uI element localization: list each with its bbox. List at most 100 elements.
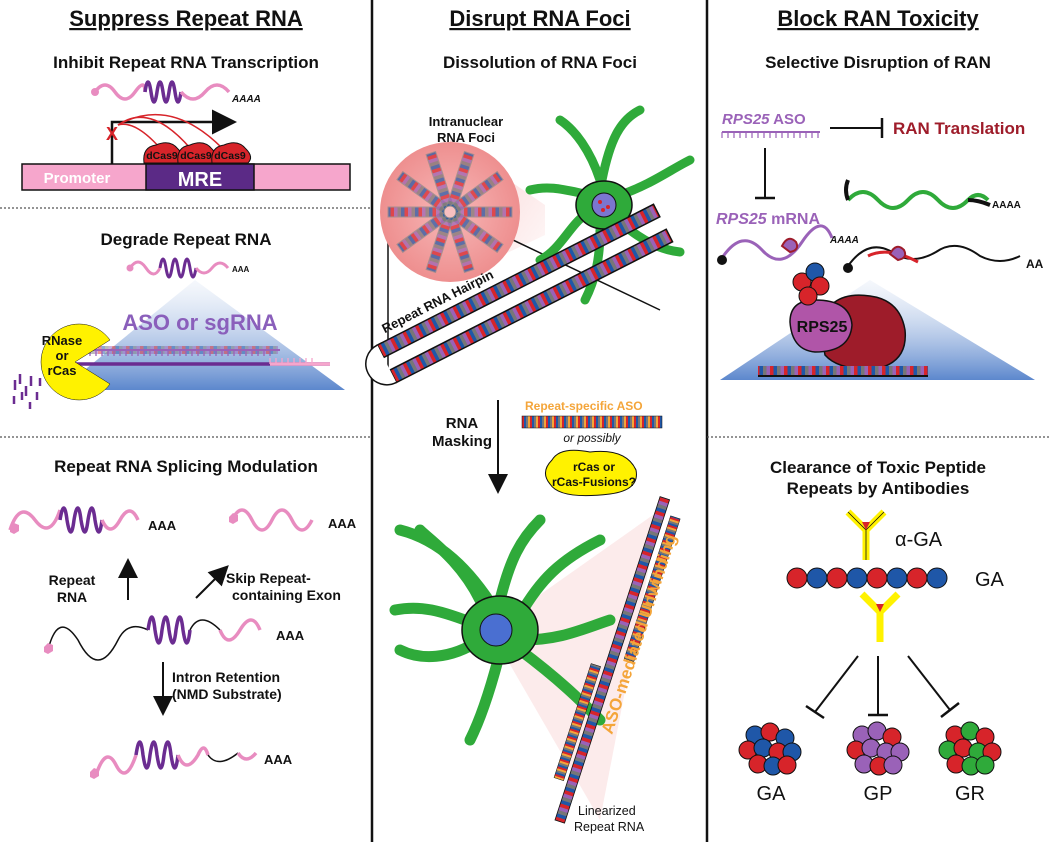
- svg-text:AAAA: AAAA: [992, 200, 1021, 211]
- arrow-to-skip-exon: [195, 565, 229, 599]
- aggregate-gp: [846, 721, 910, 776]
- masking-label-1: RNA: [446, 415, 479, 432]
- intron-label-1: Intron Retention: [172, 669, 280, 685]
- rcas-blob: [545, 449, 637, 497]
- inhibit-title: Inhibit Repeat RNA Transcription: [53, 53, 319, 72]
- degrade-repeat-hairpins: [158, 257, 198, 279]
- rnase-label-1: RNase: [42, 333, 82, 348]
- rcas-label-2: rCas-Fusions?: [552, 475, 636, 489]
- linearized-label-1: Linearized: [578, 804, 636, 818]
- column-block-ran-toxicity: Block RAN Toxicity Selective Disruption …: [716, 6, 1044, 805]
- ribosome: RPS25: [789, 262, 907, 370]
- degrade-polya: AAA: [232, 265, 250, 274]
- dcas9-2: dCas9: [177, 142, 218, 164]
- ran-title: Selective Disruption of RAN: [765, 53, 991, 72]
- aso-comb: [89, 349, 280, 356]
- splice-pre-mrna: AAA: [44, 615, 305, 661]
- promoter-label: Promoter: [44, 170, 111, 187]
- col3-header: Block RAN Toxicity: [777, 6, 979, 31]
- panel-inhibit-transcription: Inhibit Repeat RNA Transcription AAAA X …: [21, 53, 351, 191]
- col1-header: Suppress Repeat RNA: [69, 6, 303, 31]
- ribosome-label: RPS25: [797, 319, 848, 336]
- rps25-aso-comb: [721, 132, 819, 138]
- antibody-top: [845, 509, 887, 560]
- degrade-title: Degrade Repeat RNA: [101, 230, 272, 249]
- rcas-label-1: rCas or: [573, 460, 615, 474]
- rna-fragments: [12, 374, 42, 409]
- svg-text:AAAA: AAAA: [829, 235, 859, 246]
- inhibit-rna-3prime: [179, 83, 231, 101]
- dcas9-1: dCas9: [143, 142, 184, 164]
- repeat-mrna-bottom: AA: [843, 245, 1044, 273]
- neuron-large: [389, 510, 660, 820]
- repeat-mrna-top: AAAA: [844, 179, 1021, 211]
- splice-title: Repeat RNA Splicing Modulation: [54, 457, 318, 476]
- ga-peptide-chain: [786, 567, 948, 589]
- svg-text:AAA: AAA: [264, 752, 293, 767]
- svg-text:dCas9: dCas9: [180, 150, 212, 162]
- aggregate-label-gp: GP: [864, 783, 893, 805]
- intron-label-2: (NMD Substrate): [172, 686, 282, 702]
- aggregate-label-gr: GR: [955, 783, 985, 805]
- column-disrupt-rna-foci: Disrupt RNA Foci Dissolution of RNA Foci: [365, 6, 695, 834]
- svg-text:AAA: AAA: [328, 516, 357, 531]
- aso-sgrna-label: ASO or sgRNA: [122, 310, 277, 335]
- rps25-aso-label: RPS25 ASO: [722, 111, 806, 128]
- svg-text:dCas9: dCas9: [146, 150, 178, 162]
- rps25-mrna-gene: RPS25: [716, 211, 768, 228]
- repeat-rna-label-2: RNA: [57, 589, 87, 605]
- inhibit-repeat-hairpins: [143, 80, 183, 104]
- antibody-title-2: Repeats by Antibodies: [787, 479, 970, 498]
- repeat-specific-aso: [521, 415, 663, 429]
- degrade-rna-5prime: [128, 260, 162, 276]
- rps25-aso-gene: RPS25: [722, 111, 770, 128]
- panel-splicing-modulation: Repeat RNA Splicing Modulation AAA AAA: [8, 457, 357, 779]
- mre-segment: [145, 163, 255, 191]
- dcas9-3: dCas9: [211, 142, 252, 164]
- column-suppress-repeat-rna: Suppress Repeat RNA Inhibit Repeat RNA T…: [8, 6, 357, 779]
- rps25-aso-suffix: ASO: [770, 111, 806, 128]
- dcas-block-curve-3: [117, 123, 161, 149]
- ran-target-mrna: [758, 366, 928, 375]
- inhibit-rna-5prime: [93, 83, 147, 101]
- ga-label: GA: [975, 569, 1005, 591]
- inhibit-ga: [814, 655, 859, 713]
- foci-label-2: RNA Foci: [437, 130, 495, 145]
- svg-text:AAA: AAA: [148, 518, 177, 533]
- antibody-title-1: Clearance of Toxic Peptide: [770, 458, 986, 477]
- mre-label: MRE: [178, 169, 222, 191]
- antibody-bottom: [859, 591, 901, 642]
- linearized-label-2: Repeat RNA: [574, 820, 645, 834]
- inhibit-gr: [907, 655, 951, 711]
- or-possibly: or possibly: [563, 431, 621, 445]
- rnase-label-3: rCas: [48, 363, 77, 378]
- col2-header: Disrupt RNA Foci: [449, 6, 630, 31]
- panel-antibody-clearance: Clearance of Toxic Peptide Repeats by An…: [738, 458, 1005, 805]
- masking-label-2: Masking: [432, 433, 492, 450]
- rps25-mrna-suffix: mRNA: [767, 211, 821, 228]
- inhibit-polya: AAAA: [231, 94, 261, 105]
- splice-product-intron-retained: AAA: [90, 740, 293, 779]
- aggregate-gr: [938, 721, 1002, 776]
- foci-title: Dissolution of RNA Foci: [443, 53, 637, 72]
- aso-label: Repeat-specific ASO: [525, 399, 643, 413]
- block-x-mark: X: [106, 124, 118, 144]
- rnase-label-2: or: [56, 348, 69, 363]
- skip-label-2: containing Exon: [232, 587, 341, 603]
- panel-degrade-repeat-rna: Degrade Repeat RNA AAA ASO or sgRNA RNas…: [12, 230, 345, 409]
- rps25-mrna-strand: AAAA: [717, 224, 859, 265]
- splice-product-repeat-rna: AAA: [8, 506, 177, 534]
- transcription-arrow: [110, 109, 237, 165]
- aggregate-label-ga: GA: [757, 783, 787, 805]
- rps25-mrna-label: RPS25 mRNA: [716, 211, 820, 228]
- inhibit-rna-cap: [91, 88, 99, 96]
- aggregate-ga: [738, 722, 802, 776]
- skip-label-1: Skip Repeat-: [226, 570, 311, 586]
- alpha-ga-label: α-GA: [895, 529, 943, 551]
- splice-product-skip-exon: AAA: [229, 508, 357, 532]
- rnase-pacman: [40, 323, 111, 401]
- foci-spokes: [387, 150, 513, 274]
- repeat-rna-label-1: Repeat: [49, 572, 96, 588]
- svg-text:AAA: AAA: [276, 628, 305, 643]
